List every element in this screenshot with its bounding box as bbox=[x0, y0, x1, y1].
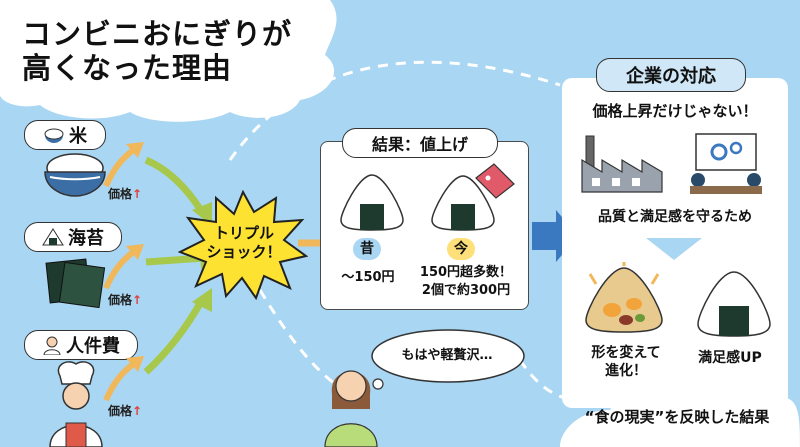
company-footer: “食の現実”を反映した結果 bbox=[584, 408, 770, 426]
now-label: 今 bbox=[447, 238, 475, 260]
labor-price-arrow bbox=[103, 356, 144, 402]
evolve-line-2: 進化！ bbox=[605, 363, 647, 379]
title-line-1: コンビニおにぎりが bbox=[22, 17, 293, 51]
shock-text: トリプル ショック！ bbox=[198, 224, 290, 262]
labor-price-up: 価格↑ bbox=[108, 402, 142, 419]
now-price: 150円超多数！ 2個で約300円 bbox=[410, 264, 522, 300]
up-arrow-icon: ↑ bbox=[132, 404, 143, 418]
seaweed-icon bbox=[45, 258, 106, 309]
cause-labor-label: 人件費 bbox=[66, 336, 120, 357]
result-title: 結果：値上げ bbox=[342, 128, 498, 158]
satisfaction-onigiri-icon bbox=[697, 271, 771, 337]
now-price-line-1: 150円超多数！ bbox=[419, 265, 513, 280]
cause-rice-badge: 米 bbox=[24, 120, 106, 150]
seaweed-price-text: 価格 bbox=[108, 293, 133, 307]
onigiri-small-icon bbox=[42, 228, 64, 246]
shock-burst-icon bbox=[178, 190, 308, 300]
person-small-icon bbox=[43, 336, 61, 355]
cause-seaweed-label: 海苔 bbox=[68, 228, 104, 249]
cause-seaweed-badge: 海苔 bbox=[24, 222, 122, 252]
title-line-2: 高くなった理由 bbox=[22, 51, 233, 85]
thought-text: もはや軽贅沢… bbox=[401, 348, 493, 363]
down-triangle bbox=[646, 238, 702, 260]
past-price: 〜150円 bbox=[341, 270, 395, 285]
now-price-line-2: 2個で約300円 bbox=[421, 283, 511, 298]
mixed-onigiri-icon bbox=[585, 262, 663, 333]
factory-icon bbox=[581, 135, 663, 193]
up-arrow-icon: ↑ bbox=[132, 293, 143, 307]
seaweed-price-arrow bbox=[103, 244, 144, 290]
rice-price-up: 価格↑ bbox=[108, 185, 142, 202]
company-evolve: 形を変えて 進化！ bbox=[574, 344, 678, 380]
company-satisfaction: 満足感UP bbox=[698, 350, 762, 366]
up-arrow-icon: ↑ bbox=[132, 187, 143, 201]
seaweed-price-up: 価格↑ bbox=[108, 291, 142, 308]
meeting-icon bbox=[690, 133, 762, 194]
rice-price-text: 価格 bbox=[108, 187, 133, 201]
shock-line-1: トリプル bbox=[213, 224, 274, 242]
onigiri-past-icon bbox=[340, 174, 404, 231]
past-label: 昔 bbox=[353, 238, 381, 260]
cause-labor-badge: 人件費 bbox=[24, 330, 138, 360]
rice-price-arrow bbox=[103, 142, 144, 188]
company-subtitle: 価格上昇だけじゃない！ bbox=[592, 102, 758, 120]
chef-icon bbox=[49, 361, 103, 447]
rice-bowl-icon bbox=[44, 153, 106, 197]
page-title: コンビニおにぎりが 高くなった理由 bbox=[22, 17, 292, 85]
evolve-line-1: 形を変えて bbox=[591, 345, 661, 361]
labor-price-text: 価格 bbox=[108, 404, 133, 418]
company-title: 企業の対応 bbox=[596, 58, 746, 92]
rice-bowl-small-icon bbox=[44, 128, 64, 143]
onigiri-now-icon bbox=[431, 163, 515, 231]
company-protect: 品質と満足感を守るため bbox=[598, 209, 752, 225]
woman-icon bbox=[324, 370, 378, 447]
shock-line-2: ショック！ bbox=[206, 243, 282, 261]
cause-rice-label: 米 bbox=[69, 126, 87, 147]
